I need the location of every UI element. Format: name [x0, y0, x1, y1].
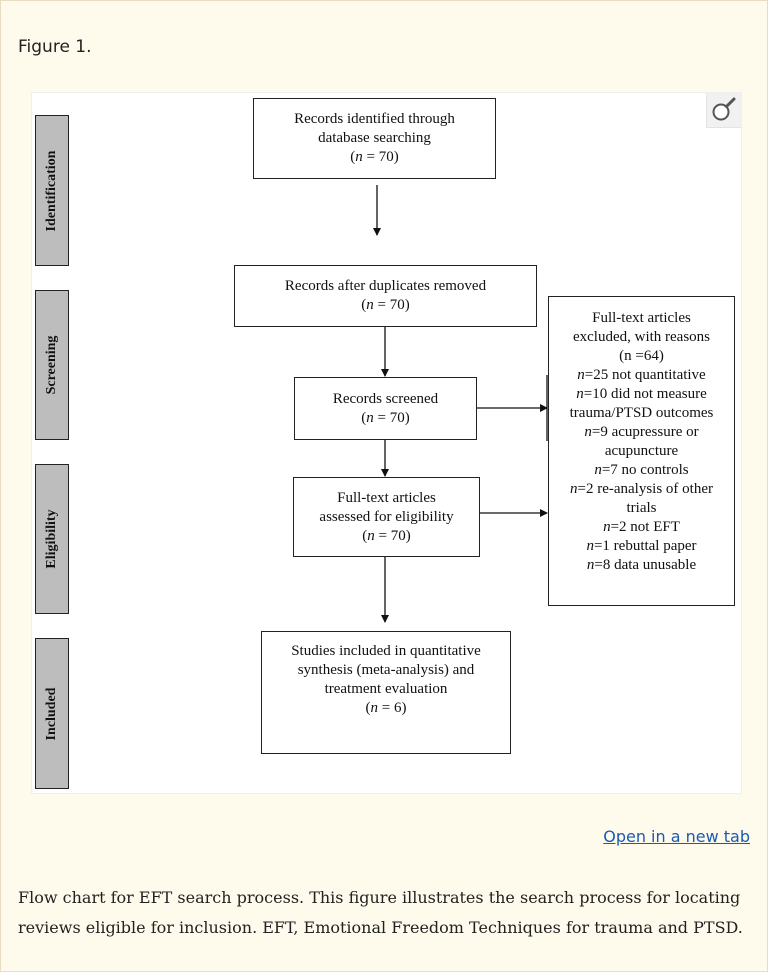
stage-label: Screening — [44, 335, 59, 395]
box-line: synthesis (meta-analysis) and — [297, 662, 475, 678]
box-count: (n = 70) — [362, 527, 411, 544]
stage-label: Included — [44, 687, 59, 740]
zoom-button[interactable] — [706, 93, 741, 128]
box-line: excluded, with reasons — [572, 329, 711, 345]
exclusion-reason: n=10 did not measure trauma/PTSD outcome… — [569, 386, 714, 421]
box-line: Records identified through — [294, 111, 455, 127]
exclusion-reason: n=7 no controls — [594, 462, 689, 478]
box-excluded: Full-text articles excluded, with reason… — [548, 296, 735, 606]
box-line: Full-text articles — [592, 310, 691, 326]
exclusion-reason: n=9 acupressure or acupuncture — [584, 424, 699, 459]
box-line: Studies included in quantitative — [291, 643, 481, 659]
stage-eligibility: Eligibility — [35, 464, 69, 614]
box-count: (n = 70) — [350, 149, 399, 165]
box-line: database searching — [318, 130, 431, 146]
exclusion-reason: n=2 re-analysis of other trials — [570, 481, 713, 516]
figure-caption: Flow chart for EFT search process. This … — [18, 888, 743, 937]
box-count: (n = 6) — [365, 700, 407, 716]
box-line: Records screened — [332, 390, 439, 407]
figure-label: Figure 1. — [18, 37, 92, 57]
box-count: (n = 70) — [361, 297, 410, 313]
box-records-identified: Records identified through database sear… — [253, 98, 496, 179]
exclusion-reason: n=25 not quantitative — [577, 367, 706, 383]
exclusion-reason: n=1 rebuttal paper — [586, 538, 697, 554]
box-line: assessed for eligibility — [319, 508, 454, 525]
open-in-new-tab-link[interactable]: Open in a new tab — [603, 827, 750, 846]
stage-screening: Screening — [35, 290, 69, 440]
box-count: (n = 70) — [361, 409, 410, 426]
excluded-total: (n =64) — [619, 348, 664, 364]
stage-label: Identification — [44, 150, 59, 231]
stage-identification: Identification — [35, 115, 69, 266]
exclusion-reason: n=2 not EFT — [603, 519, 680, 535]
box-line: Records after duplicates removed — [284, 278, 487, 294]
magnifier-icon — [712, 97, 736, 121]
box-line: Full-text articles — [337, 489, 436, 506]
box-records-screened: Records screened (n = 70) — [294, 377, 477, 440]
box-duplicates-removed: Records after duplicates removed (n = 70… — [234, 265, 537, 327]
stage-included: Included — [35, 638, 69, 789]
exclusion-reason: n=8 data unusable — [586, 557, 697, 573]
box-fulltext-assessed: Full-text articles assessed for eligibil… — [293, 477, 480, 557]
stage-label: Eligibility — [44, 509, 59, 569]
box-studies-included: Studies included in quantitative synthes… — [261, 631, 511, 754]
box-line: treatment evaluation — [324, 681, 448, 697]
